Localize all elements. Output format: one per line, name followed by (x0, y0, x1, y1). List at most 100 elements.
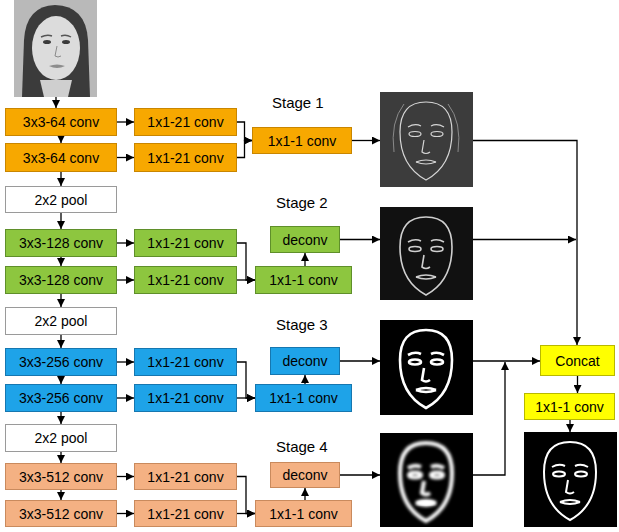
layer-box: 1x1-21 conv (134, 266, 237, 294)
connector (117, 242, 134, 243)
layer-box: 1x1-1 conv (255, 384, 352, 412)
layer-label: 1x1-1 conv (535, 399, 603, 415)
edge-map-lines (544, 442, 596, 520)
connector (237, 122, 252, 141)
connector (117, 157, 134, 158)
stage4-edge-map (380, 433, 473, 527)
layer-box: 1x1-21 conv (134, 463, 237, 490)
connector (117, 361, 134, 362)
layer-box: 3x3-512 conv (5, 500, 117, 527)
layer-label: 3x3-64 conv (23, 114, 99, 130)
layer-label: 1x1-21 conv (147, 506, 223, 522)
layer-label: Concat (555, 353, 599, 369)
fusion-box: Concat (540, 345, 615, 376)
stage-label: Stage 2 (276, 194, 328, 212)
connector (60, 172, 61, 186)
layer-label: 1x1-1 conv (269, 506, 337, 522)
layer-label: 1x1-1 conv (268, 133, 336, 149)
layer-label: 1x1-21 conv (147, 114, 223, 130)
layer-label: deconv (282, 467, 327, 483)
connector (237, 279, 255, 280)
output-wire (473, 360, 540, 361)
layer-box: 3x3-128 conv (5, 266, 117, 294)
layer-box: 3x3-64 conv (5, 108, 117, 136)
connector (237, 513, 255, 514)
layer-label: 3x3-64 conv (23, 150, 99, 166)
output-wire (473, 362, 505, 475)
edge-map-hair (393, 104, 459, 152)
layer-box: 1x1-1 conv (252, 127, 352, 154)
layer-box: 1x1-1 conv (255, 500, 352, 527)
output-wire (473, 141, 577, 346)
connector (237, 477, 255, 514)
connector (60, 452, 61, 463)
output-wire (352, 140, 380, 141)
photo-lips (49, 65, 65, 69)
output-wire (340, 474, 380, 475)
edge-map-lips (416, 501, 436, 506)
layer-box: 3x3-256 conv (5, 348, 117, 376)
layer-label: 1x1-1 conv (269, 390, 337, 406)
photo-neck (40, 80, 72, 97)
stage-label: Stage 1 (272, 94, 324, 112)
connector (117, 513, 134, 514)
connector (60, 294, 61, 307)
layer-label: 1x1-1 conv (269, 272, 337, 288)
layer-box: 3x3-128 conv (5, 229, 117, 257)
connector (237, 397, 255, 398)
pool-box: 2x2 pool (5, 186, 117, 213)
stage-label: Stage 3 (276, 316, 328, 334)
stage2-edge-map (380, 207, 473, 300)
edge-map-ground (524, 432, 617, 527)
layer-label: 3x3-256 conv (19, 390, 103, 406)
connector (60, 376, 61, 384)
stage1-edge-map (380, 92, 473, 187)
edge-map-ground (380, 207, 473, 300)
photo-brows (41, 35, 71, 37)
connector (117, 476, 134, 477)
edge-map-lines (400, 443, 452, 521)
layer-box: 1x1-21 conv (134, 108, 237, 136)
layer-label: deconv (282, 353, 327, 369)
connector (117, 397, 134, 398)
stage-label: Stage 4 (276, 438, 328, 456)
edge-map-lines (400, 102, 452, 180)
connector (304, 253, 305, 266)
layer-label: deconv (282, 232, 327, 248)
layer-label: 1x1-21 conv (147, 150, 223, 166)
connector (304, 375, 305, 384)
connector (577, 376, 578, 393)
input-wire (55, 97, 56, 108)
edge-map-ground (380, 92, 473, 187)
layer-box: deconv (270, 347, 340, 375)
pool-box: 2x2 pool (5, 424, 117, 452)
layer-box: 1x1-21 conv (134, 500, 237, 527)
photo-eye (62, 40, 70, 44)
connector (60, 412, 61, 424)
layer-label: 3x3-256 conv (19, 354, 103, 370)
layer-box: deconv (270, 462, 340, 488)
photo-hair (22, 5, 90, 97)
layer-label: 2x2 pool (35, 430, 88, 446)
layer-label: 1x1-21 conv (147, 272, 223, 288)
fusion-box: 1x1-1 conv (524, 393, 615, 420)
layer-box: 1x1-21 conv (134, 348, 237, 376)
layer-label: 3x3-512 conv (19, 469, 103, 485)
edge-map-lines (400, 330, 452, 408)
photo-face (32, 16, 80, 80)
connector (117, 121, 134, 122)
connector (117, 279, 134, 280)
output-wire (340, 239, 380, 240)
input-face-photo (14, 0, 97, 97)
layer-label: 1x1-21 conv (147, 469, 223, 485)
pool-box: 2x2 pool (5, 307, 117, 335)
layer-box: 3x3-512 conv (5, 463, 117, 490)
layer-label: 3x3-128 conv (19, 235, 103, 251)
layer-label: 1x1-21 conv (147, 235, 223, 251)
connector (237, 243, 255, 280)
layer-label: 1x1-21 conv (147, 390, 223, 406)
photo-eye (43, 40, 51, 44)
layer-box: deconv (270, 226, 340, 253)
edge-map-ground (380, 433, 473, 527)
photo-background (14, 0, 97, 97)
